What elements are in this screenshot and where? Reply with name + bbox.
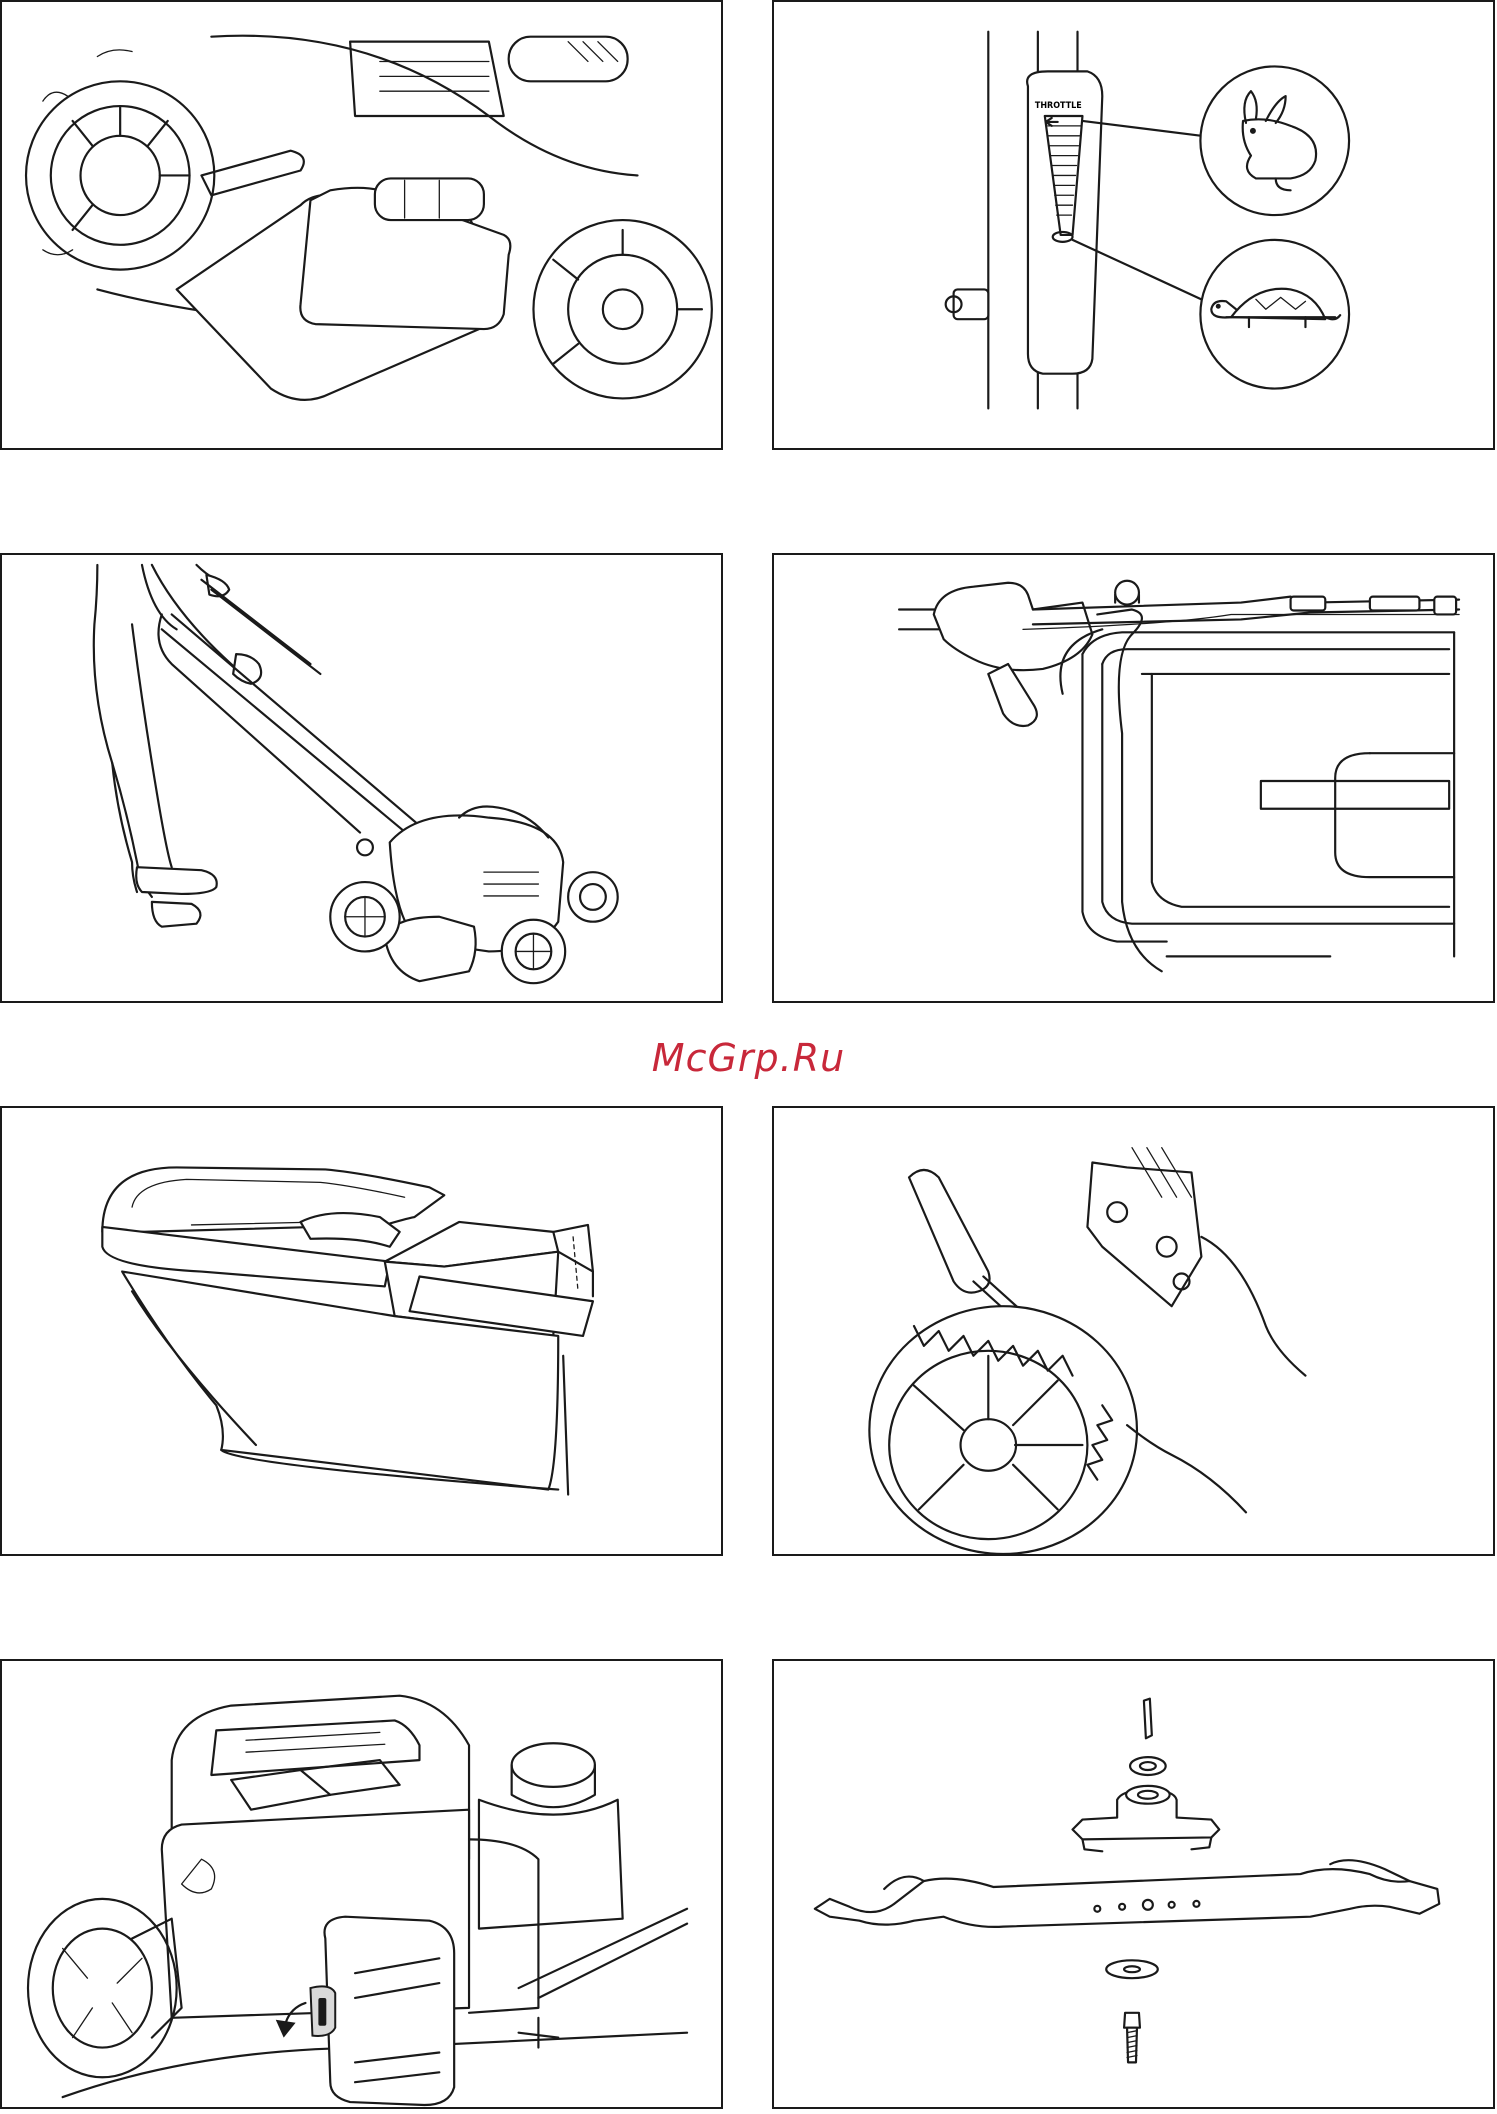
height-adjust-illustration xyxy=(774,1108,1493,1554)
catcher-attach-illustration xyxy=(2,2,721,448)
cutting-blade-part xyxy=(815,1860,1439,1927)
blade-adapter-part xyxy=(1073,1786,1220,1851)
catcher-bag-illustration xyxy=(2,1108,721,1554)
air-filter-illustration xyxy=(2,1661,721,2107)
figure-panel-blade-assembly xyxy=(772,1659,1495,2109)
throttle-illustration: THROTTLE xyxy=(774,2,1493,448)
rabbit-icon-circle xyxy=(1200,66,1349,215)
cable-routing-illustration xyxy=(774,555,1493,1001)
spacer-washer-part xyxy=(1130,1757,1166,1775)
figure-panel-catcher-bag xyxy=(0,1106,723,1556)
blade-key-part xyxy=(1144,1699,1152,1739)
turtle-icon-circle xyxy=(1200,240,1349,389)
operator-illustration xyxy=(2,555,721,1001)
figure-panel-cable-routing xyxy=(772,553,1495,1003)
figure-panel-operator xyxy=(0,553,723,1003)
figure-panel-catcher-attach xyxy=(0,0,723,450)
figure-panel-height-adjust xyxy=(772,1106,1495,1556)
figure-panel-air-filter xyxy=(0,1659,723,2109)
blade-washer-part xyxy=(1106,1960,1158,1978)
blade-assembly-illustration xyxy=(774,1661,1493,2107)
watermark-text: McGrp.Ru xyxy=(0,1036,1497,1080)
blade-bolt-part xyxy=(1124,2013,1140,2063)
throttle-label: THROTTLE xyxy=(1035,101,1082,111)
figure-panel-throttle: THROTTLE xyxy=(772,0,1495,450)
